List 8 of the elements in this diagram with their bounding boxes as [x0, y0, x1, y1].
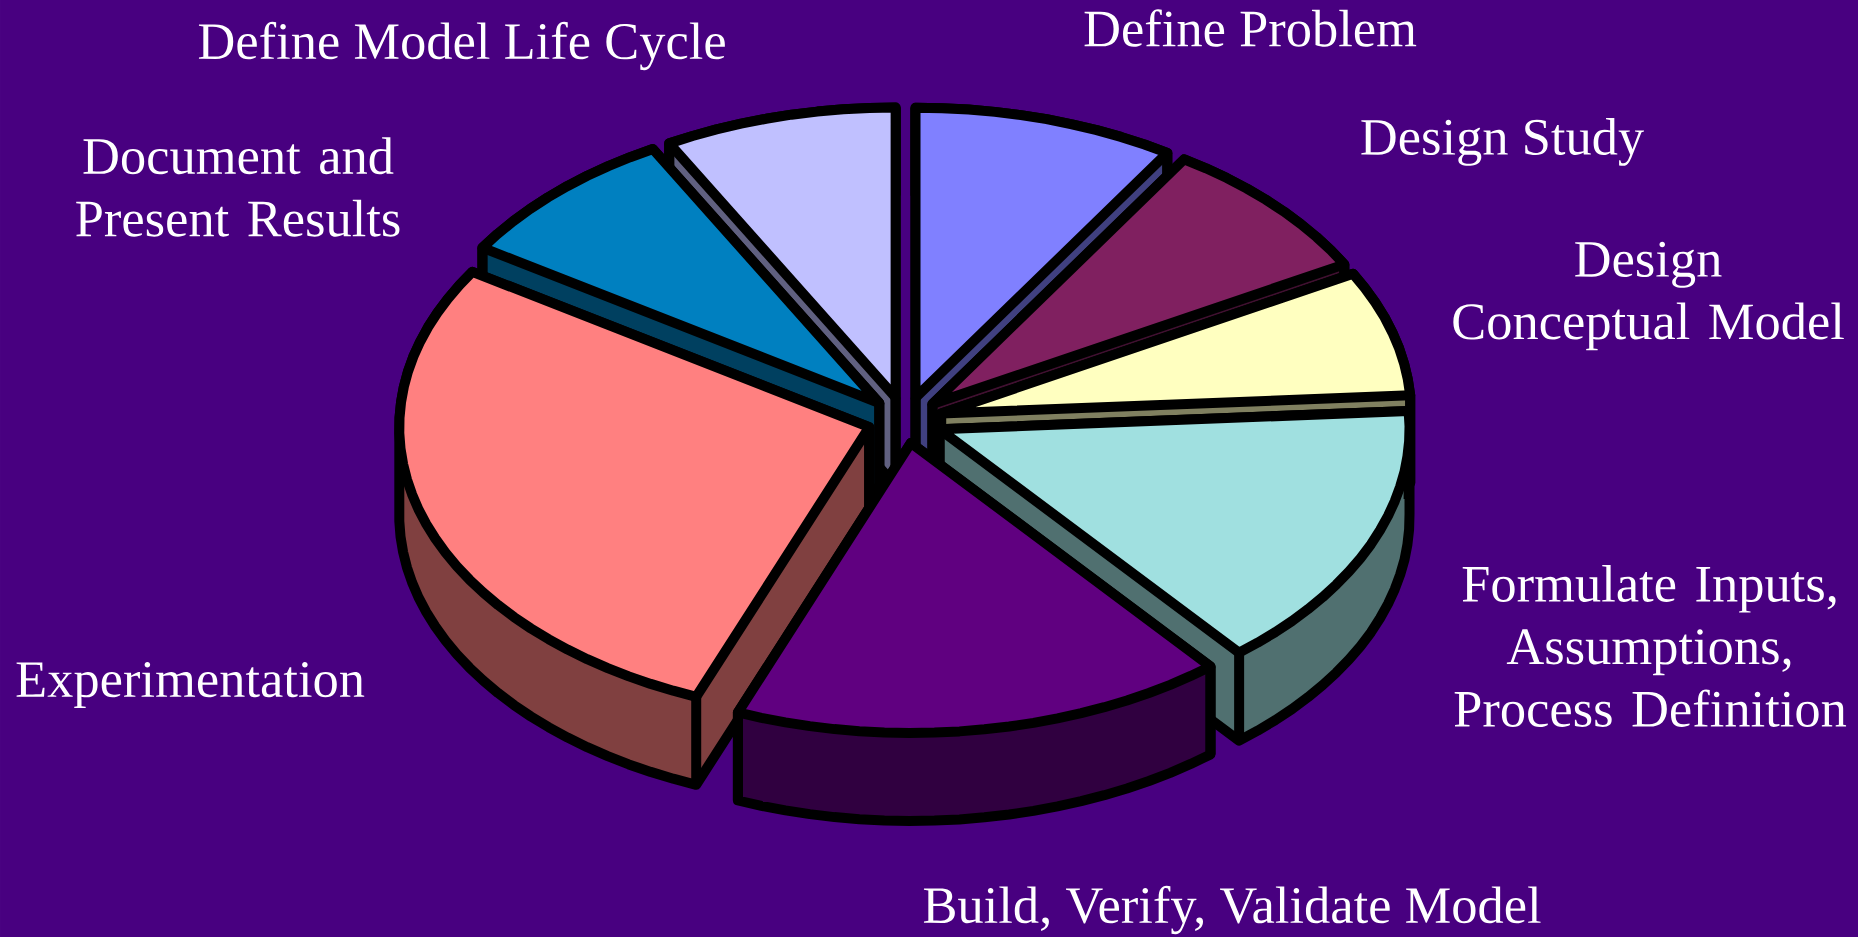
slice-label: Design Study [1361, 118, 1644, 166]
slice-label: Formulate Inputs, Assumptions, Process Definition [1454, 565, 1847, 727]
slice-label: Build, Verify, Validate Model [923, 885, 1541, 935]
slice-label: Define Problem [1084, 9, 1417, 47]
slice-label: Define Model Life Cycle [198, 21, 725, 71]
slice-label: Document and Present Results [76, 137, 400, 237]
slice-label: Design Conceptual Model [1453, 241, 1844, 351]
slice-label: Experimentation [16, 662, 365, 708]
